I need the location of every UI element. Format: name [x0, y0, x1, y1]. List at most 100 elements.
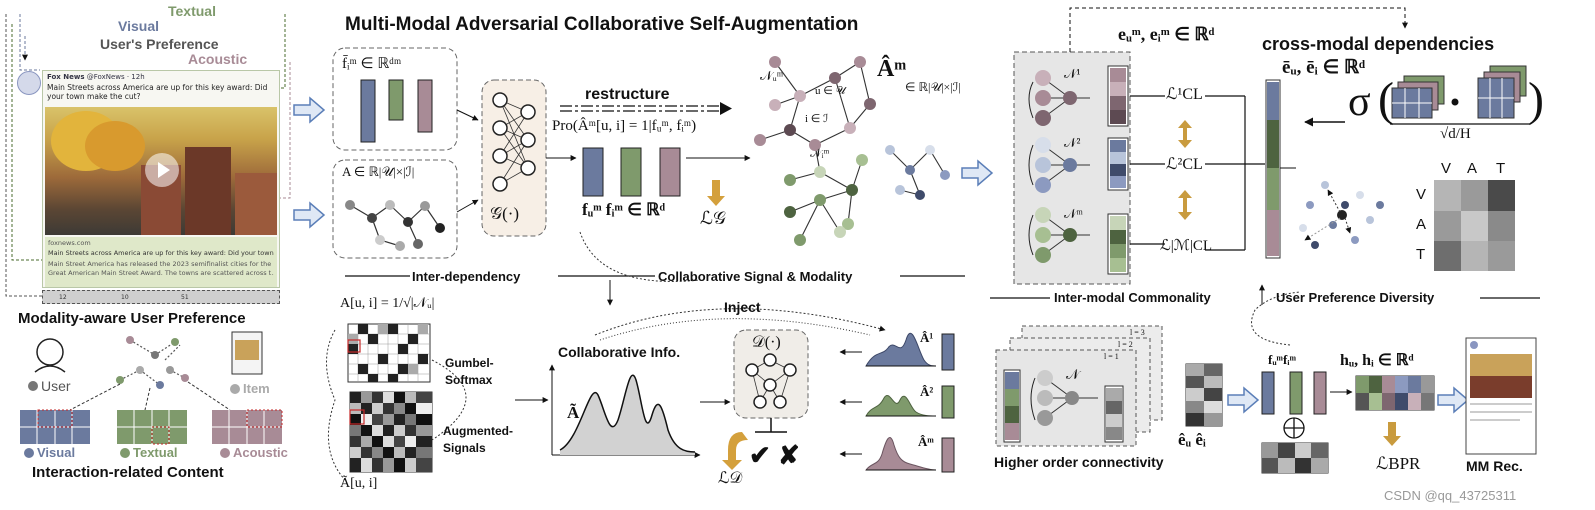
loss-d: ℒ𝒟	[718, 470, 743, 487]
heatmap-col-v: V	[1441, 160, 1452, 177]
norm-formula: A[u, i] = 1/√|𝒩ᵤ|	[340, 296, 435, 311]
n-u-label: 𝒩ᵤᵐ	[760, 68, 784, 83]
heatmap-row-t: T	[1416, 246, 1426, 263]
heatmap-row-a: A	[1416, 216, 1427, 233]
modality-plots	[864, 332, 955, 473]
collab-info-label: Collaborative Info.	[558, 344, 681, 360]
l2-label: l = 2	[1118, 340, 1133, 349]
sqrt-dh: √d/H	[1440, 126, 1471, 142]
inject-label: Inject	[724, 299, 761, 315]
user-legend-dot	[28, 381, 38, 391]
higher-order-label: Higher order connectivity	[994, 454, 1164, 470]
augmented-graph-nodes	[754, 56, 950, 246]
adjacency-math: A ∈ ℝ|𝒰|×|ℐ|	[342, 164, 415, 179]
user-legend: User	[41, 378, 71, 394]
link-domain: foxnews.com	[48, 239, 91, 247]
tweet-handle: @FoxNews · 12h	[86, 73, 145, 81]
attention-matrices	[1390, 65, 1530, 125]
i-in-i-label: i ∈ ℐ	[805, 113, 829, 125]
higher-order-stack	[995, 325, 1163, 447]
sigma-symbol: σ	[1348, 79, 1371, 125]
n2-label: 𝒩²	[1064, 135, 1081, 150]
adjacency-box	[332, 159, 458, 259]
feature-box	[332, 47, 458, 151]
eu-ei-bar: ēᵤ, ēᵢ ∈ ℝᵈ	[1282, 57, 1366, 78]
neighbor-graph-2	[1028, 137, 1129, 193]
fox-news-logo	[17, 71, 41, 95]
users-preference-label: User's Preference	[100, 36, 219, 52]
main-title: Multi-Modal Adversarial Collaborative Se…	[345, 14, 859, 35]
interaction-content-label: Interaction-related Content	[32, 464, 224, 481]
user-icon	[36, 338, 64, 366]
fu-fi-label: fᵤᵐ fᵢᵐ ∈ ℝᵈ	[582, 200, 666, 219]
link-desc-1: Main Street America has released the 202…	[48, 260, 272, 268]
e-hat-grid	[1185, 363, 1223, 427]
eu-ei-m: eᵤᵐ, eᵢᵐ ∈ ℝᵈ	[1118, 24, 1215, 44]
link-desc-2: Great American Main Street Award. The to…	[48, 269, 274, 277]
left-connectors	[5, 14, 291, 297]
textual-grid	[117, 410, 187, 458]
close-paren: )	[1528, 73, 1544, 126]
h-grid-bottom	[1261, 442, 1329, 474]
visual-legend: Visual	[37, 445, 76, 460]
blue-arrows	[293, 96, 1470, 414]
tweet-account: Fox News	[47, 73, 85, 81]
fu-fi-small: fᵤᵐfᵢᵐ	[1268, 352, 1296, 367]
check-icon: ✔	[749, 440, 771, 470]
like-count: 51	[181, 294, 189, 301]
augmented-label: Augmented-	[443, 424, 513, 438]
item-legend-dot	[230, 384, 240, 394]
a-tilde-label: Ã	[567, 403, 580, 422]
loss-g: ℒ𝒢	[700, 208, 726, 228]
l-bpr-label: ℒBPR	[1376, 454, 1421, 473]
a-hat-space: ∈ ℝ|𝒰|×|ℐ|	[905, 80, 961, 94]
user-pref-diversity-label: User Preference Diversity	[1276, 290, 1435, 305]
lcl1-label: ℒ¹CL	[1166, 86, 1203, 103]
tweet-text: Main Streets across America are up for t…	[47, 83, 268, 102]
feature-math: f̄ᵢᵐ ∈ ℝᵈᵐ	[342, 56, 402, 72]
l3-label: l = 3	[1130, 328, 1145, 337]
a-hat-m-small: Âᵐ	[918, 434, 934, 449]
mm-rec-label: MM Rec.	[1466, 458, 1523, 474]
open-paren: (	[1378, 73, 1394, 126]
cross-modal-label: cross-modal dependencies	[1262, 34, 1495, 54]
acoustic-grid	[212, 409, 283, 458]
textual-label: Textual	[168, 3, 216, 19]
cross-icon: ✘	[778, 440, 800, 470]
eu-ei-hat: êᵤ êᵢ	[1178, 430, 1206, 449]
preference-scatter	[1299, 181, 1384, 249]
a-hat-2: Â²	[920, 384, 934, 399]
n-i-label: 𝒩ᵢᵐ	[810, 146, 830, 160]
h-grid	[1355, 375, 1435, 411]
watermark: CSDN @qq_43725311	[1384, 488, 1517, 503]
play-icon	[145, 153, 179, 187]
collab-info-plot	[549, 364, 701, 458]
tweet-actions: 12 10 51	[42, 290, 280, 304]
hu-hi-label: hᵤ, hᵢ ∈ ℝᵈ	[1340, 352, 1414, 369]
tweet-card: Fox News @FoxNews · 12h Main Streets acr…	[17, 70, 280, 288]
visual-grid	[20, 409, 90, 458]
a-hat-m: Âᵐ	[877, 56, 907, 82]
generator-label: 𝒢(·)	[490, 204, 520, 223]
acoustic-legend: Acoustic	[233, 445, 288, 460]
inter-dependency-label: Inter-dependency	[412, 269, 521, 284]
pro-formula: Pro(Âᵐ[u, i] = 1|fᵤᵐ, fᵢᵐ)	[552, 118, 697, 134]
inter-modal-label: Inter-modal Commonality	[1054, 290, 1211, 305]
neighbor-graph-m	[1028, 207, 1129, 275]
n1-label: 𝒩¹	[1064, 66, 1081, 81]
user-item-graph	[28, 331, 263, 411]
discriminator-label: 𝒟(·)	[752, 334, 781, 351]
restructure-label: restructure	[585, 86, 670, 103]
neighbor-graph-1	[1028, 65, 1129, 127]
a-tilde-ui: Ã[u, i]	[340, 476, 378, 491]
mm-rec-thumbnail	[1465, 337, 1537, 455]
augmented-matrix	[349, 391, 433, 473]
heatmap-row-v: V	[1416, 186, 1427, 203]
signals-label: Signals	[443, 441, 486, 455]
visual-label: Visual	[118, 18, 159, 34]
u-in-u-label: u ∈ 𝒰	[815, 85, 846, 97]
retweet-count: 10	[121, 294, 129, 301]
tweet-photo	[45, 107, 277, 235]
vat-heatmap	[1434, 180, 1515, 271]
